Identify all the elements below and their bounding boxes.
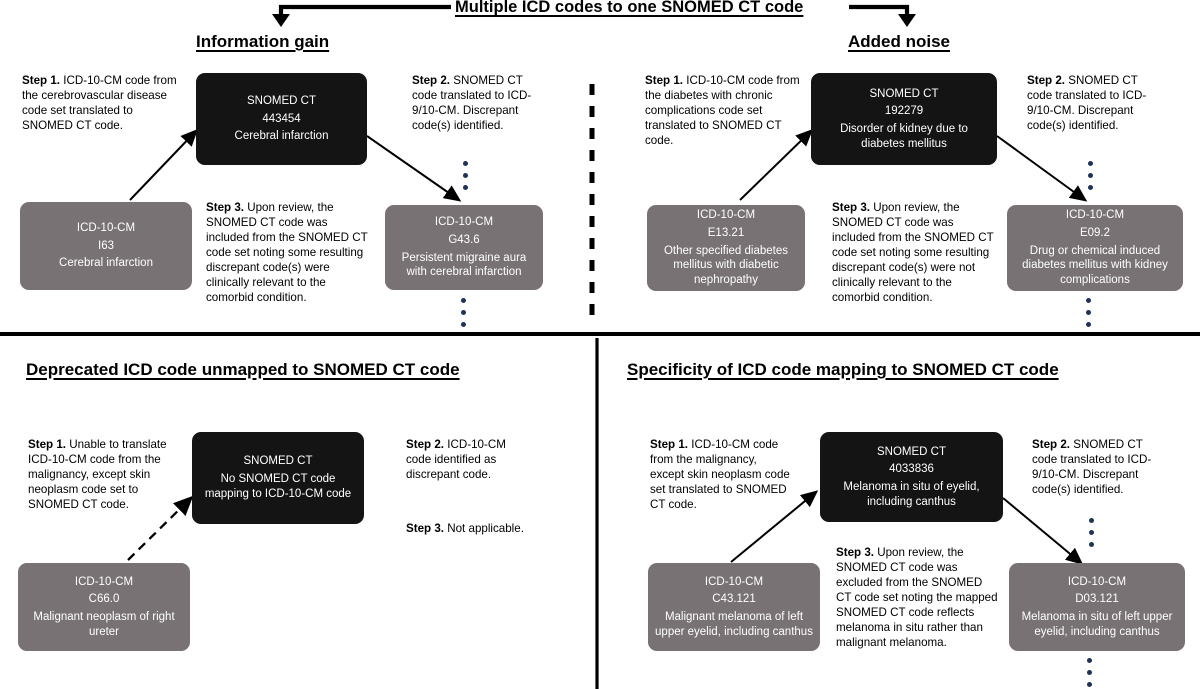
step1-label: Step 1. [645, 74, 684, 87]
quadrant-heading-information-gain: Information gain [196, 32, 330, 51]
step1-deprecated-unmapped: Step 1. Unable to translate ICD-10-CM co… [28, 437, 176, 512]
icd-source-system: ICD-10-CM [74, 575, 134, 588]
ellipsis-q1-upper [463, 161, 468, 190]
quadrant-heading-specificity: Specificity of ICD code mapping to SNOME… [627, 360, 1059, 379]
icd-source-system: ICD-10-CM [76, 221, 136, 234]
main-title: Multiple ICD codes to one SNOMED CT code [455, 0, 804, 16]
icd-source-node-deprecated-unmapped[interactable]: ICD-10-CM C66.0 Malignant neoplasm of ri… [18, 563, 190, 651]
step1-specificity: Step 1. ICD-10-CM code from the malignan… [650, 437, 794, 512]
icd-result-node-information-gain[interactable]: ICD-10-CM G43.6 Persistent migraine aura… [385, 205, 543, 290]
icd-source-node-information-gain[interactable]: ICD-10-CM I63 Cerebral infarction [20, 202, 192, 290]
step1-information-gain: Step 1. ICD-10-CM code from the cerebrov… [22, 73, 182, 133]
icd-source-description: Malignant melanoma of left upper eyelid,… [655, 611, 813, 638]
icd-source-node-specificity[interactable]: ICD-10-CM C43.121 Malignant melanoma of … [648, 563, 820, 651]
step3-text: Upon review, the SNOMED CT code was incl… [206, 201, 368, 305]
snomed-description: Melanoma in situ of eyelid, including ca… [843, 481, 980, 508]
step2-deprecated-unmapped: Step 2. ICD-10-CM code identified as dis… [406, 437, 534, 482]
icd-result-node-added-noise[interactable]: ICD-10-CM E09.2 Drug or chemical induced… [1007, 205, 1183, 291]
step3-text: Not applicable. [444, 522, 524, 535]
step2-text: SNOMED CT code translated to ICD-9/10-CM… [1032, 438, 1152, 497]
icd-result-node-specificity[interactable]: ICD-10-CM D03.121 Melanoma in situ of le… [1009, 563, 1185, 651]
step3-label: Step 3. [836, 546, 875, 559]
step3-label: Step 3. [206, 201, 245, 214]
step2-label: Step 2. [1032, 438, 1071, 451]
snomed-system: SNOMED CT [243, 455, 313, 468]
step1-text: ICD-10-CM code from the malignancy, exce… [650, 438, 790, 512]
title-branch-left-arrow [272, 4, 451, 27]
step3-text: Upon review, the SNOMED CT code was excl… [836, 546, 998, 650]
step3-label: Step 3. [406, 522, 445, 535]
icd-result-description: Drug or chemical induced diabetes mellit… [1022, 244, 1168, 287]
ellipsis-q4-lower [1087, 658, 1092, 687]
step1-label: Step 1. [28, 438, 67, 451]
step2-text: SNOMED CT code translated to ICD-9/10-CM… [1027, 74, 1147, 133]
icd-result-system: ICD-10-CM [1067, 575, 1127, 588]
step2-label: Step 2. [406, 438, 445, 451]
icd-source-node-added-noise[interactable]: ICD-10-CM E13.21 Other specified diabete… [647, 205, 805, 291]
icd-source-system: ICD-10-CM [704, 575, 764, 588]
snomed-description: Cerebral infarction [234, 130, 329, 143]
step3-label: Step 3. [832, 201, 871, 214]
step1-text: Unable to translate ICD-10-CM code from … [28, 438, 167, 512]
title-branch-right-arrow [849, 4, 916, 27]
snomed-system: SNOMED CT [247, 94, 316, 107]
snomed-node-deprecated-unmapped[interactable]: SNOMED CT No SNOMED CT code mapping to I… [192, 432, 364, 524]
snomed-node-added-noise[interactable]: SNOMED CT 192279 Disorder of kidney due … [811, 73, 997, 165]
arrow-q1-snomed-to-result [366, 135, 462, 202]
step1-label: Step 1. [22, 74, 61, 87]
step3-text: Upon review, the SNOMED CT code was incl… [832, 201, 994, 305]
snomed-system: SNOMED CT [877, 445, 946, 458]
icd-result-code: E09.2 [1079, 226, 1111, 239]
step2-information-gain: Step 2. SNOMED CT code translated to ICD… [412, 73, 542, 133]
ellipsis-q2-upper [1088, 161, 1093, 190]
icd-result-description: Persistent migraine aura with cerebral i… [401, 251, 527, 279]
step1-text: ICD-10-CM code from the cerebrovascular … [22, 74, 177, 133]
snomed-description: No SNOMED CT code mapping to ICD-10-CM c… [204, 473, 352, 500]
step1-added-noise: Step 1. ICD-10-CM code from the diabetes… [645, 73, 800, 148]
icd-source-code: I63 [98, 239, 114, 252]
icd-result-system: ICD-10-CM [434, 216, 494, 229]
snomed-code: 4033836 [889, 463, 934, 476]
step3-specificity: Step 3. Upon review, the SNOMED CT code … [836, 545, 1000, 650]
icd-result-code: D03.121 [1075, 593, 1119, 606]
quadrant-heading-added-noise: Added noise [848, 32, 951, 51]
step2-text: ICD-10-CM code identified as discrepant … [406, 438, 506, 482]
step2-added-noise: Step 2. SNOMED CT code translated to ICD… [1027, 73, 1157, 133]
step2-label: Step 2. [412, 74, 451, 87]
step2-specificity: Step 2. SNOMED CT code translated to ICD… [1032, 437, 1160, 497]
ellipsis-q4-upper [1089, 518, 1094, 547]
step1-text: ICD-10-CM code from the diabetes with ch… [645, 74, 800, 148]
icd-source-system: ICD-10-CM [696, 209, 756, 222]
step2-text: SNOMED CT code translated to ICD-9/10-CM… [412, 74, 532, 133]
step1-label: Step 1. [650, 438, 689, 451]
arrow-q4-snomed-to-result [1002, 497, 1084, 565]
icd-source-description: Other specified diabetes mellitus with d… [663, 244, 789, 287]
icd-result-code: G43.6 [448, 233, 480, 246]
snomed-code: 443454 [262, 112, 301, 125]
icd-result-system: ICD-10-CM [1065, 209, 1125, 222]
ellipsis-q1-lower [461, 298, 466, 327]
snomed-node-specificity[interactable]: SNOMED CT 4033836 Melanoma in situ of ey… [820, 432, 1003, 522]
snomed-system: SNOMED CT [869, 87, 939, 100]
quadrant-heading-deprecated-unmapped: Deprecated ICD code unmapped to SNOMED C… [26, 360, 460, 379]
arrow-q2-snomed-to-result [996, 135, 1088, 202]
snomed-node-information-gain[interactable]: SNOMED CT 443454 Cerebral infarction [196, 73, 367, 165]
step3-deprecated-unmapped: Step 3. Not applicable. [406, 521, 586, 536]
icd-source-description: Cerebral infarction [59, 257, 153, 270]
step3-information-gain: Step 3. Upon review, the SNOMED CT code … [206, 200, 370, 305]
icd-source-code: C43.121 [712, 593, 756, 606]
step3-added-noise: Step 3. Upon review, the SNOMED CT code … [832, 200, 996, 305]
icd-source-code: C66.0 [88, 593, 120, 606]
arrow-q1-source-to-snomed [129, 128, 198, 201]
icd-source-description: Malignant neoplasm of right ureter [33, 611, 175, 638]
icd-result-description: Melanoma in situ of left upper eyelid, i… [1021, 611, 1173, 638]
ellipsis-q2-lower [1086, 298, 1091, 327]
snomed-description: Disorder of kidney due to diabetes melli… [840, 123, 968, 150]
icd-source-code: E13.21 [707, 226, 745, 239]
step2-label: Step 2. [1027, 74, 1066, 87]
snomed-code: 192279 [884, 105, 924, 118]
